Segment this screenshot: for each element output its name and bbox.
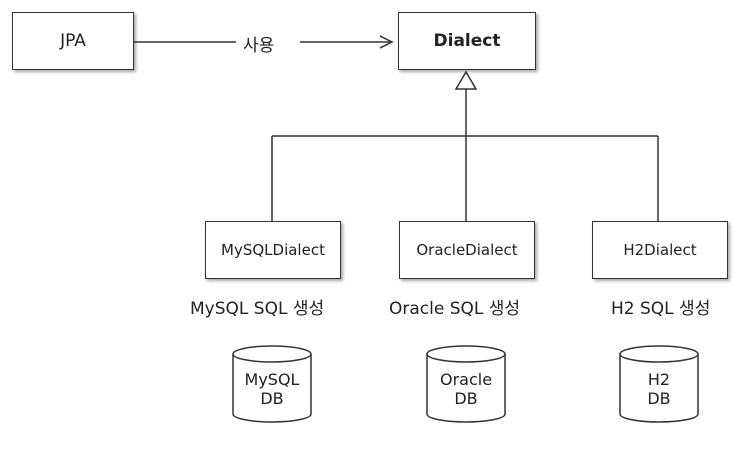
usage-arrowhead (379, 35, 394, 49)
inheritance-triangle (454, 70, 478, 90)
h2-db-label: H2 DB (620, 370, 698, 408)
dialect-box: Dialect (398, 12, 536, 70)
jpa-label: JPA (60, 31, 86, 51)
h2-sql-label: H2 SQL 생성 (611, 299, 711, 319)
jpa-box: JPA (12, 12, 134, 70)
h2-dialect-box: H2Dialect (592, 221, 728, 279)
mysql-db-label: MySQL DB (233, 370, 311, 408)
database-cylinder-mysql (232, 345, 312, 423)
mysql-sql-label: MySQL SQL 생성 (190, 299, 325, 319)
h2-dialect-label: H2Dialect (623, 241, 697, 259)
usage-label: 사용 (243, 36, 275, 56)
oracle-db-line1: Oracle (439, 370, 493, 389)
oracle-dialect-label: OracleDialect (416, 241, 518, 259)
database-cylinder-h2 (619, 345, 699, 423)
oracle-sql-label: Oracle SQL 생성 (389, 299, 521, 319)
oracle-db-label: Oracle DB (427, 370, 505, 408)
mysql-dialect-box: MySQLDialect (205, 221, 341, 279)
mysql-dialect-label: MySQLDialect (221, 241, 325, 259)
mysql-db-line1: MySQL (244, 370, 300, 389)
mysql-db-line2: DB (260, 389, 284, 408)
dialect-label: Dialect (433, 31, 501, 51)
oracle-dialect-box: OracleDialect (399, 221, 535, 279)
database-cylinder-oracle (426, 345, 506, 423)
h2-db-line1: H2 (647, 370, 671, 389)
h2-db-line2: DB (647, 389, 671, 408)
oracle-db-line2: DB (454, 389, 478, 408)
